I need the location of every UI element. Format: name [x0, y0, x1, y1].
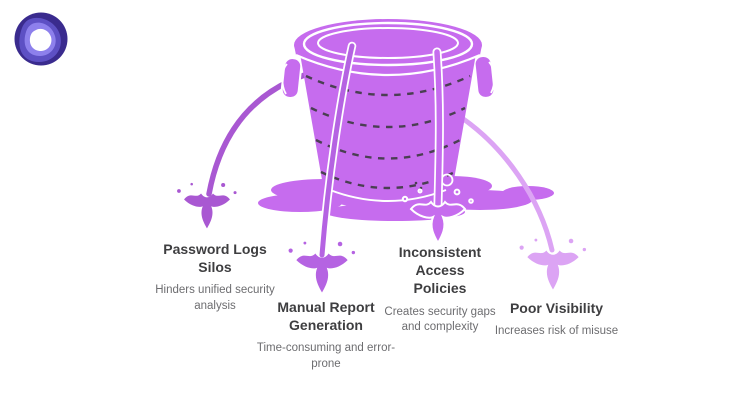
leak-title: Password Logs Silos: [163, 241, 267, 276]
leak-title: Manual Report Generation: [277, 299, 375, 334]
bucket-handle-left: [280, 57, 303, 100]
leak-subtitle: Creates security gaps and complexity: [384, 305, 496, 334]
leak-label-password-logs-silos: Password Logs Silos Hinders unified secu…: [145, 240, 285, 314]
leak-subtitle: Hinders unified security analysis: [155, 284, 275, 312]
stream-poor-visibility: [459, 115, 555, 253]
brand-logo-icon: [14, 12, 68, 66]
bucket-handle-right: [473, 54, 496, 99]
logo-core: [29, 28, 52, 51]
stream-inconsistent-access: [432, 47, 444, 209]
leak-subtitle: Time-consuming and error-prone: [256, 342, 396, 370]
leak-title: Poor Visibility: [509, 300, 604, 316]
leak-title: Inconsistent Access Policies: [398, 244, 482, 297]
leak-subtitle: Increases risk of misuse: [494, 325, 619, 338]
bucket-bottom-highlight: [329, 189, 447, 202]
stream-manual-report: [317, 41, 357, 260]
leak-label-inconsistent-access-policies: Inconsistent Access Policies Creates sec…: [380, 243, 500, 336]
leak-label-manual-report-generation: Manual Report Generation Time-consuming …: [256, 298, 396, 372]
leak-label-poor-visibility: Poor Visibility Increases risk of misuse: [494, 299, 619, 340]
splash-password-logs: [177, 182, 237, 229]
